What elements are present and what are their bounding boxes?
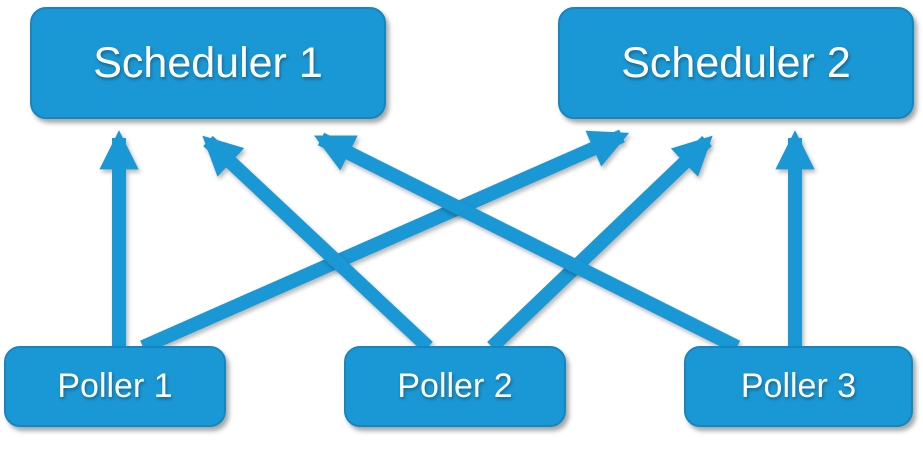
- arrow-poller3-to-scheduler1: [313, 132, 741, 354]
- node-scheduler-1: Scheduler 1: [30, 7, 386, 119]
- node-scheduler-2-label: Scheduler 2: [621, 38, 851, 87]
- node-poller-1-label: Poller 1: [57, 367, 173, 405]
- node-poller-3-label: Poller 3: [740, 367, 857, 405]
- node-poller-2-label: Poller 2: [397, 367, 513, 405]
- node-poller-2: Poller 2: [344, 346, 566, 427]
- arrow-poller1-to-scheduler2: [140, 129, 630, 354]
- node-scheduler-2: Scheduler 2: [558, 7, 914, 119]
- arrow-poller2-to-scheduler1: [202, 135, 433, 353]
- node-poller-3: Poller 3: [684, 346, 913, 427]
- arrow-poller2-to-scheduler2: [487, 135, 713, 353]
- node-poller-1: Poller 1: [4, 346, 226, 427]
- node-scheduler-1-label: Scheduler 1: [93, 38, 323, 87]
